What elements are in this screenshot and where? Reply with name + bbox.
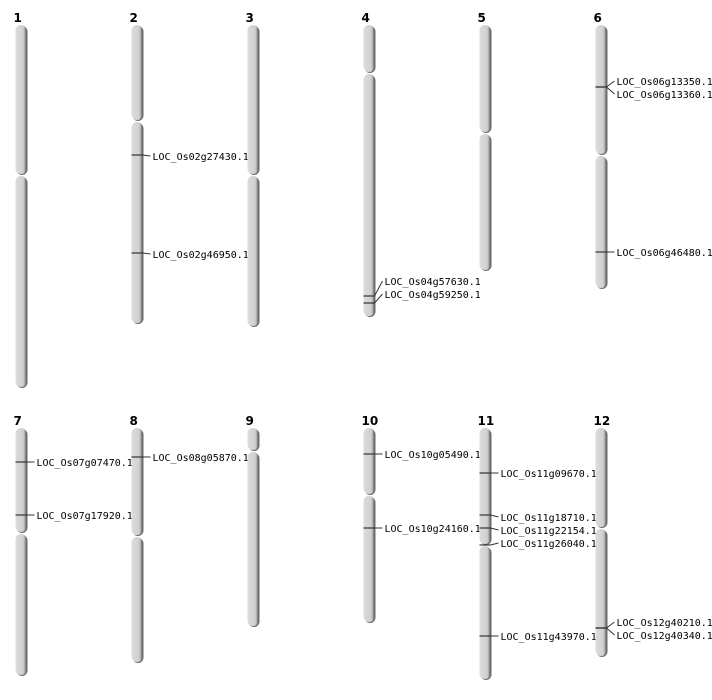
gene-label: LOC_Os12g40210.1 — [617, 618, 712, 629]
chromosome-short-arm — [363, 428, 375, 494]
chromosome-long-arm — [595, 529, 607, 656]
gene-connector — [606, 86, 615, 95]
chromosome-number: 4 — [362, 11, 370, 25]
chromosome-short-arm — [595, 25, 607, 154]
gene-connector — [374, 280, 383, 297]
gene-connector — [606, 80, 615, 88]
chromosome-short-arm — [15, 428, 27, 532]
gene-label: LOC_Os10g24160.1 — [385, 524, 481, 535]
chromosome-short-arm — [247, 25, 259, 174]
gene-label: LOC_Os06g13360.1 — [617, 90, 712, 101]
chromosome-long-arm — [479, 546, 491, 679]
gene-label: LOC_Os12g40340.1 — [617, 631, 712, 642]
gene-connector — [490, 514, 499, 518]
chromosome-long-arm — [15, 534, 27, 675]
gene-label: LOC_Os07g17920.1 — [37, 511, 133, 522]
gene-label: LOC_Os11g22154.1 — [501, 526, 597, 537]
chromosome-number: 9 — [246, 414, 254, 428]
gene-label: LOC_Os04g59250.1 — [385, 290, 481, 301]
chromosome-short-arm — [131, 25, 143, 120]
chromosome-number: 10 — [362, 414, 379, 428]
gene-label: LOC_Os06g13350.1 — [617, 77, 712, 88]
gene-label: LOC_Os06g46480.1 — [617, 248, 712, 259]
chromosome-number: 2 — [130, 11, 138, 25]
chromosome-number: 1 — [14, 11, 22, 25]
gene-label: LOC_Os04g57630.1 — [385, 277, 481, 288]
gene-connector — [374, 293, 383, 304]
chromosome-number: 5 — [478, 11, 486, 25]
chromosome-short-arm — [247, 428, 259, 450]
chromosome-long-arm — [479, 134, 491, 270]
chromosome-short-arm — [595, 428, 607, 527]
gene-connector — [490, 542, 499, 546]
chromosome-number: 3 — [246, 11, 254, 25]
gene-connector — [142, 252, 151, 255]
gene-label: LOC_Os11g09670.1 — [501, 469, 597, 480]
chromosome-short-arm — [363, 25, 375, 72]
gene-connector — [142, 154, 151, 157]
chromosome-number: 11 — [478, 414, 495, 428]
chromosome-number: 12 — [594, 414, 611, 428]
gene-label: LOC_Os11g26040.1 — [501, 539, 597, 550]
gene-label: LOC_Os11g43970.1 — [501, 632, 597, 643]
chromosome-long-arm — [363, 496, 375, 622]
chromosome-long-arm — [131, 122, 143, 323]
gene-label: LOC_Os02g27430.1 — [153, 152, 249, 163]
gene-connector — [606, 627, 615, 636]
chromosome-number: 7 — [14, 414, 22, 428]
chromosome-long-arm — [363, 74, 375, 316]
gene-label: LOC_Os07g07470.1 — [37, 458, 133, 469]
chromosome-short-arm — [479, 428, 491, 544]
chromosome-long-arm — [131, 537, 143, 662]
chromosome-long-arm — [15, 176, 27, 387]
chromosome-number: 8 — [130, 414, 138, 428]
gene-label: LOC_Os10g05490.1 — [385, 450, 481, 461]
chromosome-short-arm — [479, 25, 491, 132]
chromosome-long-arm — [247, 176, 259, 326]
chromosome-long-arm — [247, 452, 259, 626]
gene-connector — [490, 527, 499, 531]
chromosome-short-arm — [131, 428, 143, 535]
gene-connector — [606, 621, 615, 629]
gene-label: LOC_Os02g46950.1 — [153, 250, 249, 261]
chromosome-long-arm — [595, 156, 607, 288]
chromosome-short-arm — [15, 25, 27, 174]
gene-label: LOC_Os08g05870.1 — [153, 453, 249, 464]
chromosome-number: 6 — [594, 11, 602, 25]
gene-label: LOC_Os11g18710.1 — [501, 513, 597, 524]
